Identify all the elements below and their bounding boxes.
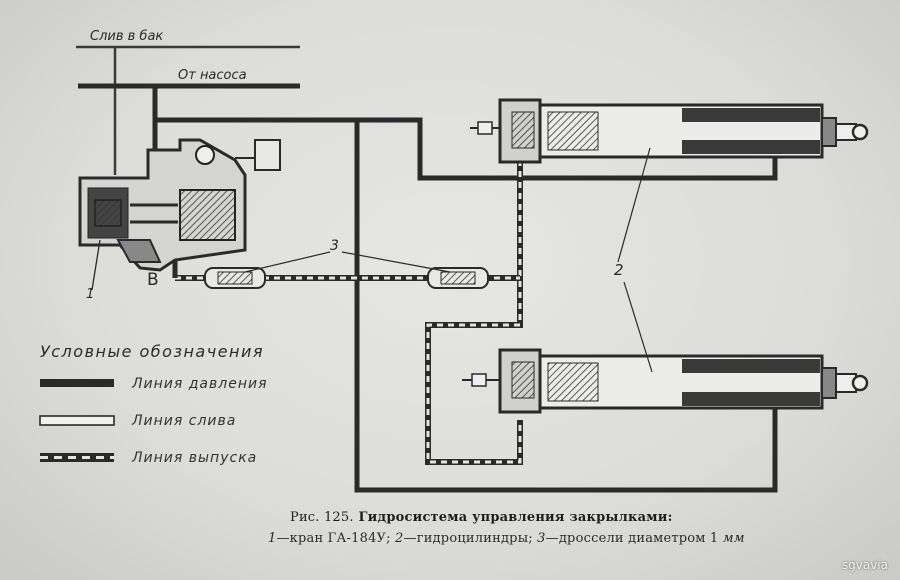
from-pump-label: От насоса xyxy=(178,68,247,83)
legend: Условные обозначения Линия давления Лини… xyxy=(39,342,268,466)
watermark: sgvavia xyxy=(841,558,888,572)
caption-key-3: 3 xyxy=(537,531,546,546)
figure-caption-title: Рис. 125. Гидросистема управления закрыл… xyxy=(290,510,673,525)
legend-title: Условные обозначения xyxy=(40,342,264,361)
callout-1-label: 1 xyxy=(86,287,94,302)
caption-key-2: 2 xyxy=(395,531,404,546)
callout-3-label: 3 xyxy=(330,238,339,254)
drain-to-tank-label: Слив в бак xyxy=(90,29,163,44)
caption-unit: мм xyxy=(722,531,745,546)
point-b-label: В xyxy=(147,270,159,290)
legend-swatch-pressure xyxy=(40,379,114,387)
legend-swatch-drain xyxy=(39,415,115,426)
callout-3-leaders xyxy=(244,251,451,273)
callout-2-leaders xyxy=(617,147,653,373)
caption-text-1: —кран ГА-184У; xyxy=(276,531,396,546)
callout-2-label: 2 xyxy=(614,261,624,279)
pressure-line xyxy=(155,117,778,493)
legend-label-drain: Линия слива xyxy=(131,413,236,429)
valve-ga-184u xyxy=(78,138,281,272)
figure-caption-legend: 1—кран ГА-184У; 2—гидроцилиндры; 3—дросс… xyxy=(268,531,745,546)
caption-key-1: 1 xyxy=(268,531,277,546)
restrictor-right xyxy=(427,267,489,289)
figure-title: Гидросистема управления закрылками: xyxy=(358,510,673,525)
figure-number: Рис. 125. xyxy=(290,510,354,525)
drain-to-tank-line xyxy=(76,45,300,175)
legend-swatch-release xyxy=(40,453,114,462)
hydraulic-cylinder-lower xyxy=(462,348,869,414)
caption-text-3: —дроссели диаметром 1 xyxy=(545,531,723,546)
legend-label-pressure: Линия давления xyxy=(131,376,268,392)
restrictor-left xyxy=(204,267,266,289)
caption-text-2: —гидроцилиндры; xyxy=(403,531,538,546)
hydraulic-cylinder-upper xyxy=(470,98,869,164)
callout-1-leader xyxy=(91,239,101,291)
legend-label-release: Линия выпуска xyxy=(131,450,257,466)
